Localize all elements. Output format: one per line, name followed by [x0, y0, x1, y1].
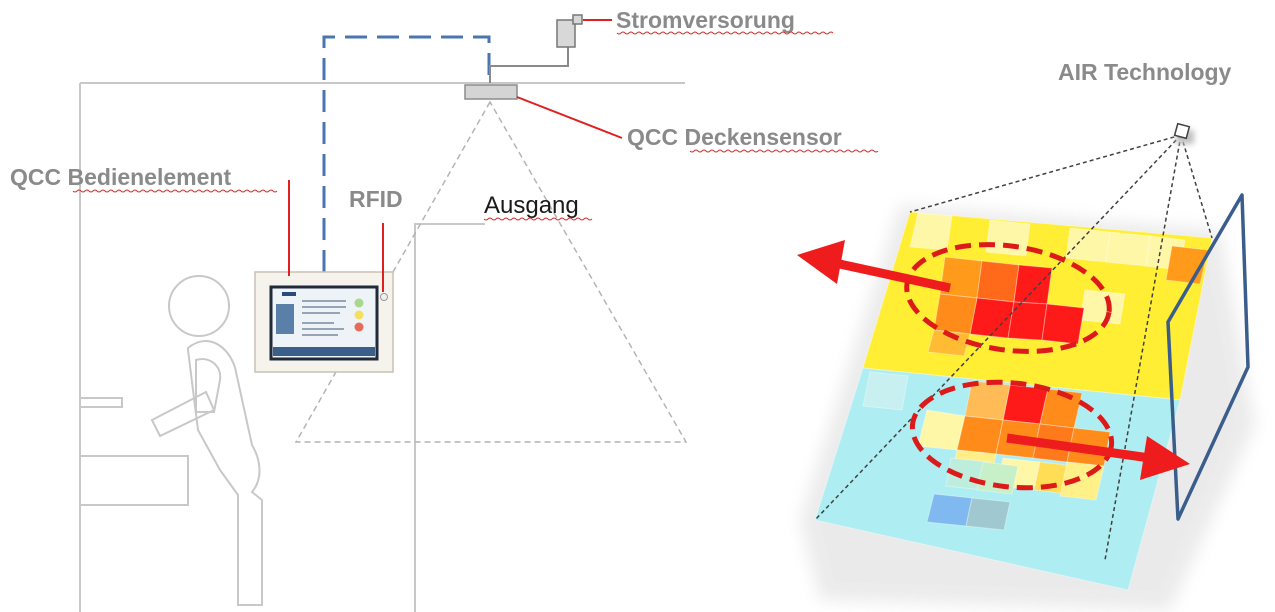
cell-blue — [926, 493, 973, 527]
control-panel-label: QCC Bedienelement — [10, 164, 231, 190]
network-cable-dashed — [322, 35, 491, 272]
shelf — [79, 397, 123, 408]
rfid-label: RFID — [349, 186, 403, 212]
exit-door-frame — [414, 223, 485, 612]
counter — [80, 455, 189, 506]
ceiling-sensor-leader — [516, 96, 623, 139]
door-frame — [1166, 193, 1250, 521]
touch-panel-icon[interactable] — [254, 271, 394, 373]
rfid-reader-dot — [380, 293, 388, 301]
person-upper-arm — [195, 358, 222, 413]
presence-zone-upper — [904, 242, 1112, 354]
movement-arrow-right — [1006, 433, 1190, 480]
person-body — [187, 340, 263, 606]
ceiling-sensor-spellcheck-underline — [689, 149, 879, 153]
person-figure-icon — [150, 275, 263, 606]
ceiling-sensor-label: QCC Deckensensor — [627, 124, 842, 150]
person-head — [168, 275, 230, 337]
person-forearm — [150, 390, 216, 438]
panel-screen-image — [276, 304, 294, 334]
presence-zone-lower — [909, 379, 1115, 491]
panel-status-yellow[interactable] — [354, 310, 364, 320]
power-cable — [489, 40, 569, 83]
power-supply-unit: Stromversorung — [489, 7, 834, 83]
control-panel-spellcheck-underline — [72, 189, 278, 193]
panel-screen-logo — [282, 292, 296, 296]
air-sensor-icon — [1173, 122, 1194, 144]
panel-status-green[interactable] — [354, 298, 364, 308]
exit-label: Ausgang — [484, 192, 579, 219]
presence-heatmap — [814, 211, 1213, 591]
movement-arrow-left — [797, 240, 951, 293]
ceiling-sensor-icon — [464, 84, 518, 100]
panel-status-red[interactable] — [354, 322, 364, 332]
exit-spellcheck-underline — [483, 217, 593, 221]
air-technology-label: AIR Technology — [1058, 59, 1232, 85]
power-plug-icon — [556, 14, 583, 48]
air-sensor-projection — [814, 134, 1213, 561]
power-supply-label: Stromversorung — [616, 7, 795, 33]
panel-screen-footer — [273, 347, 375, 356]
power-supply-spellcheck-underline — [616, 31, 834, 35]
room-structure — [79, 82, 685, 612]
